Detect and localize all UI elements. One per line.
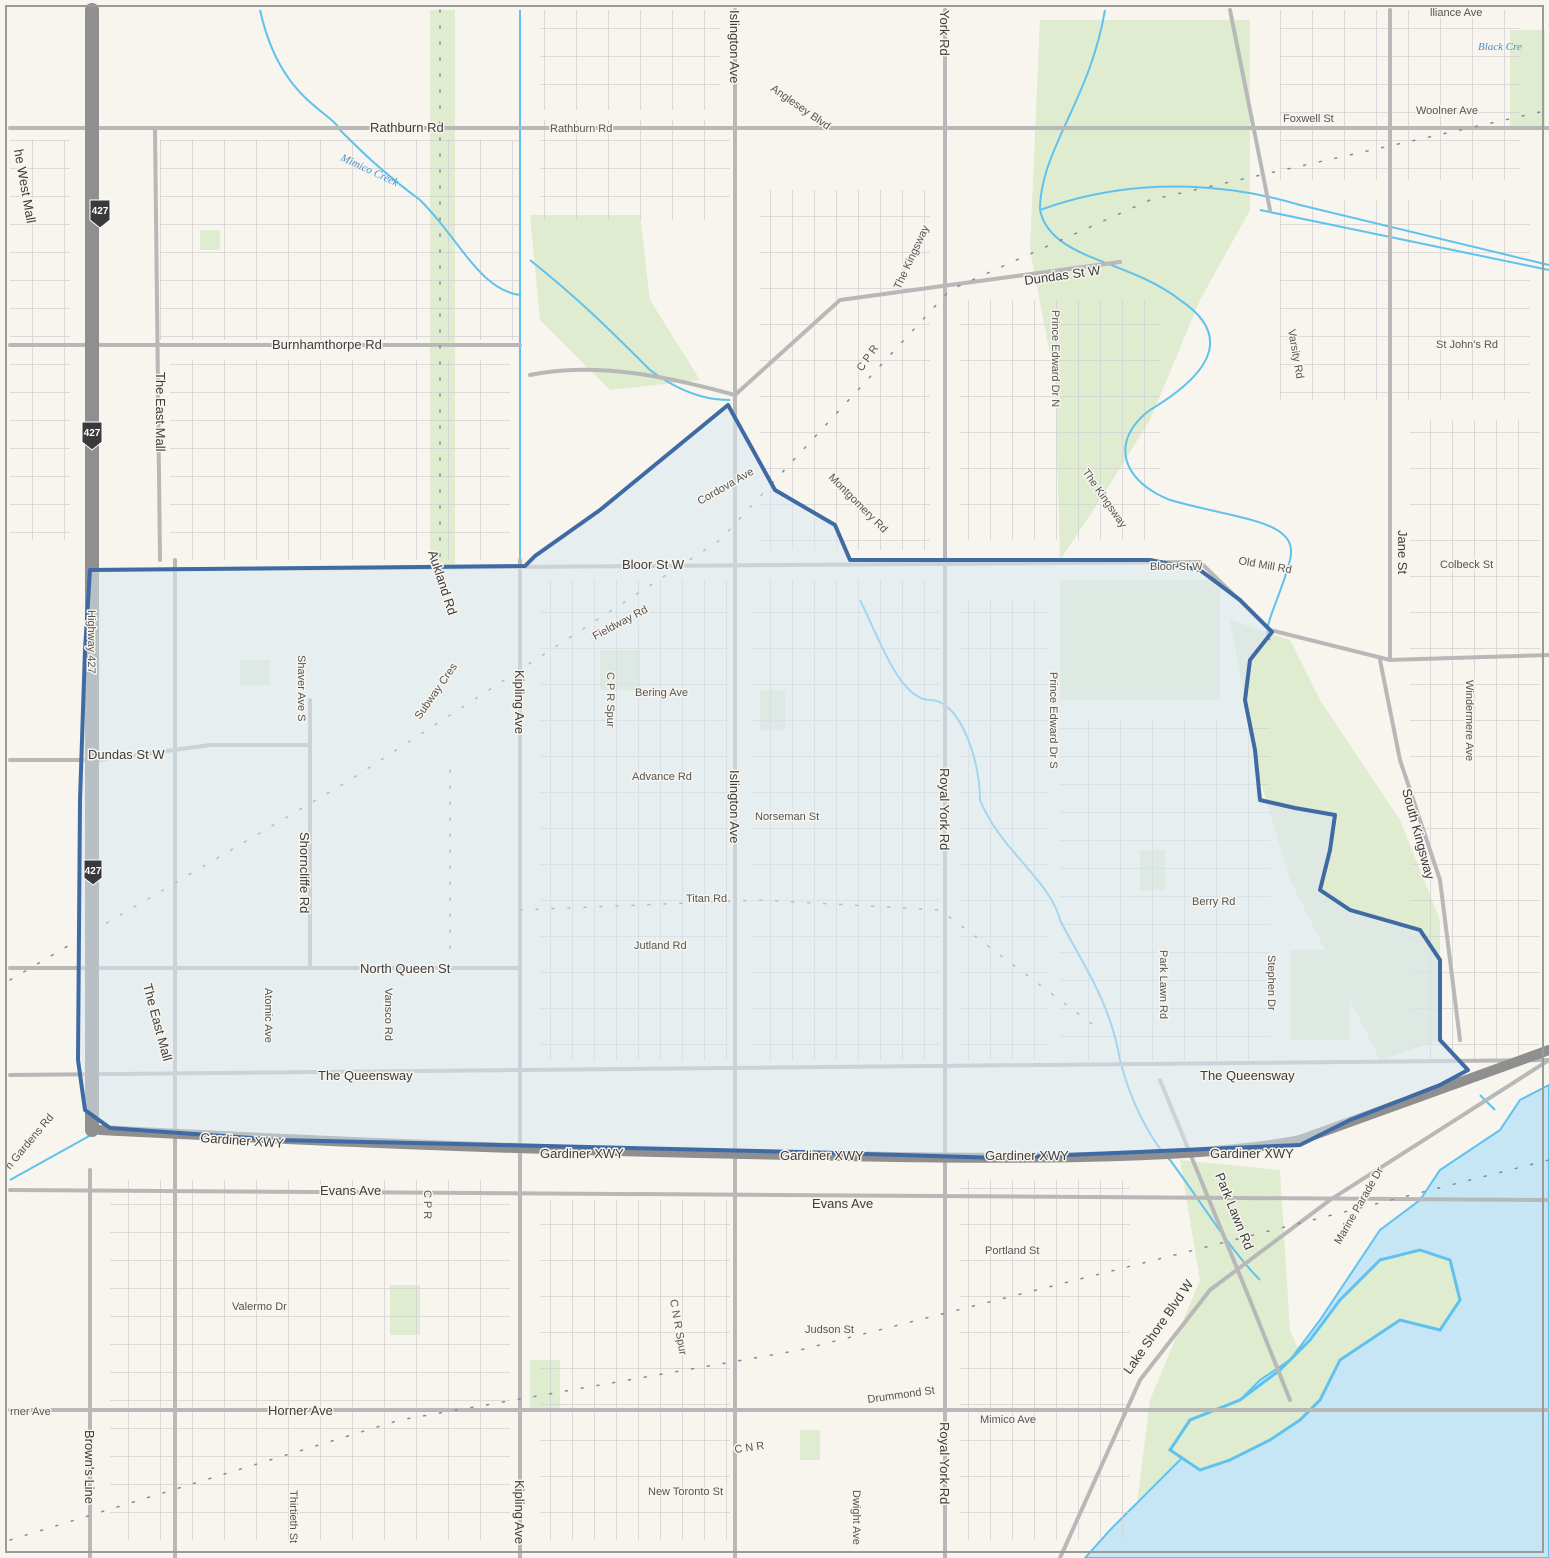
label-prince-edward-s: Prince Edward Dr S <box>1047 672 1059 769</box>
label-north-queen: North Queen St <box>360 961 451 976</box>
label-cpr-2: C P R <box>421 1190 433 1219</box>
label-evans-w: Evans Ave <box>320 1183 381 1198</box>
label-gardiner-3: Gardiner XWY <box>780 1148 864 1163</box>
label-browns-line: Brown's Line <box>82 1430 97 1504</box>
label-woolner: Woolner Ave <box>1416 105 1478 117</box>
label-mimico: Mimico Ave <box>980 1414 1036 1426</box>
label-norseman: Norseman St <box>755 811 819 823</box>
label-windermere: Windermere Ave <box>1463 680 1475 761</box>
svg-text:427: 427 <box>84 428 101 439</box>
label-bering: Bering Ave <box>635 687 688 699</box>
label-royal-york-n: York Rd <box>937 10 952 56</box>
label-park-lawn: Park Lawn Rd <box>1157 950 1169 1019</box>
label-gardiner-5: Gardiner XWY <box>1210 1146 1294 1161</box>
study-area-boundary[interactable] <box>76 403 1470 1160</box>
label-royal-york-s: Royal York Rd <box>937 1422 952 1504</box>
label-islington-c: Islington Ave <box>727 770 742 843</box>
label-shaver: Shaver Ave S <box>295 655 307 721</box>
svg-text:427: 427 <box>85 866 102 877</box>
label-evans-e: Evans Ave <box>812 1196 873 1211</box>
label-black-creek: Black Cre <box>1478 41 1522 53</box>
label-st-johns: St John's Rd <box>1436 339 1498 351</box>
label-advance: Advance Rd <box>632 771 692 783</box>
label-queensway-w: The Queensway <box>318 1068 413 1083</box>
label-titan: Titan Rd <box>686 893 727 905</box>
label-rathburn-w: Rathburn Rd <box>370 120 444 135</box>
label-bloor-e: Bloor St W <box>1150 561 1203 573</box>
label-royal-york-c: Royal York Rd <box>937 768 952 850</box>
humber-bay-islands <box>1167 1248 1462 1472</box>
label-kipling-c: Kipling Ave <box>512 670 527 734</box>
label-gardiner-1: Gardiner XWY <box>200 1130 285 1151</box>
label-islington-n: Islington Ave <box>727 10 742 83</box>
label-kipling-s: Kipling Ave <box>512 1480 527 1544</box>
label-portland: Portland St <box>985 1245 1039 1257</box>
hwy-427-shield-3-icon: 427 <box>83 859 103 886</box>
label-valermo: Valermo Dr <box>232 1301 287 1313</box>
label-horner: Horner Ave <box>268 1403 333 1418</box>
label-jutland: Jutland Rd <box>634 940 687 952</box>
label-queensway-e: The Queensway <box>1200 1068 1295 1083</box>
label-gardiner-2: Gardiner XWY <box>540 1146 624 1161</box>
label-shorncliffe: Shorncliffe Rd <box>297 832 312 913</box>
label-alliance: lliance Ave <box>1430 7 1482 19</box>
label-vansco: Vansco Rd <box>382 988 394 1041</box>
label-horner-w: rner Ave <box>10 1406 51 1418</box>
label-burnhamthorpe: Burnhamthorpe Rd <box>272 337 382 352</box>
label-stephen: Stephen Dr <box>1265 955 1277 1011</box>
svg-text:427: 427 <box>92 206 109 217</box>
label-dundas-w: Dundas St W <box>88 747 165 762</box>
hwy-427-shield-1-icon: 427 <box>89 199 111 229</box>
highway-shields: 427 427 427 <box>81 199 111 886</box>
map-frame <box>5 5 1544 1553</box>
label-foxwell: Foxwell St <box>1283 113 1334 125</box>
label-jane: Jane St <box>1395 530 1410 574</box>
label-colbeck: Colbeck St <box>1440 559 1493 571</box>
label-cpr-spur: C P R Spur <box>604 672 616 728</box>
label-the-east-mall-n: The East Mall <box>153 372 168 452</box>
label-bloor: Bloor St W <box>622 557 685 572</box>
label-new-toronto: New Toronto St <box>648 1486 723 1498</box>
label-thirtieth: Thirtieth St <box>287 1490 299 1543</box>
label-cnr: C N R <box>734 1440 765 1456</box>
label-gardiner-4: Gardiner XWY <box>985 1148 1069 1163</box>
label-berry: Berry Rd <box>1192 896 1235 908</box>
label-judson: Judson St <box>805 1324 854 1336</box>
label-prince-edward-n: Prince Edward Dr N <box>1049 310 1061 407</box>
label-dwight: Dwight Ave <box>850 1490 862 1545</box>
label-rathburn-e: Rathburn Rd <box>550 123 612 135</box>
label-highway-427: Highway 427 <box>85 610 97 674</box>
label-atomic: Atomic Ave <box>262 988 274 1043</box>
hwy-427-shield-2-icon: 427 <box>81 421 103 451</box>
